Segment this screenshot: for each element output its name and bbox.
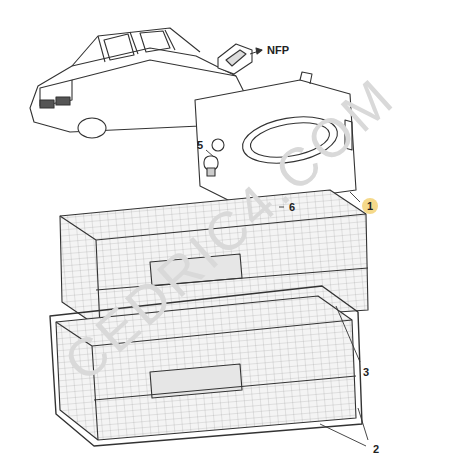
- part-code: NFP: [267, 45, 289, 56]
- highlight-dot: [362, 198, 378, 214]
- callout-number: 3: [363, 367, 369, 378]
- callout-number: 5: [197, 140, 203, 151]
- callout-number: 1: [367, 201, 373, 212]
- callout-number: 2: [373, 444, 379, 455]
- clip-part: [218, 44, 262, 74]
